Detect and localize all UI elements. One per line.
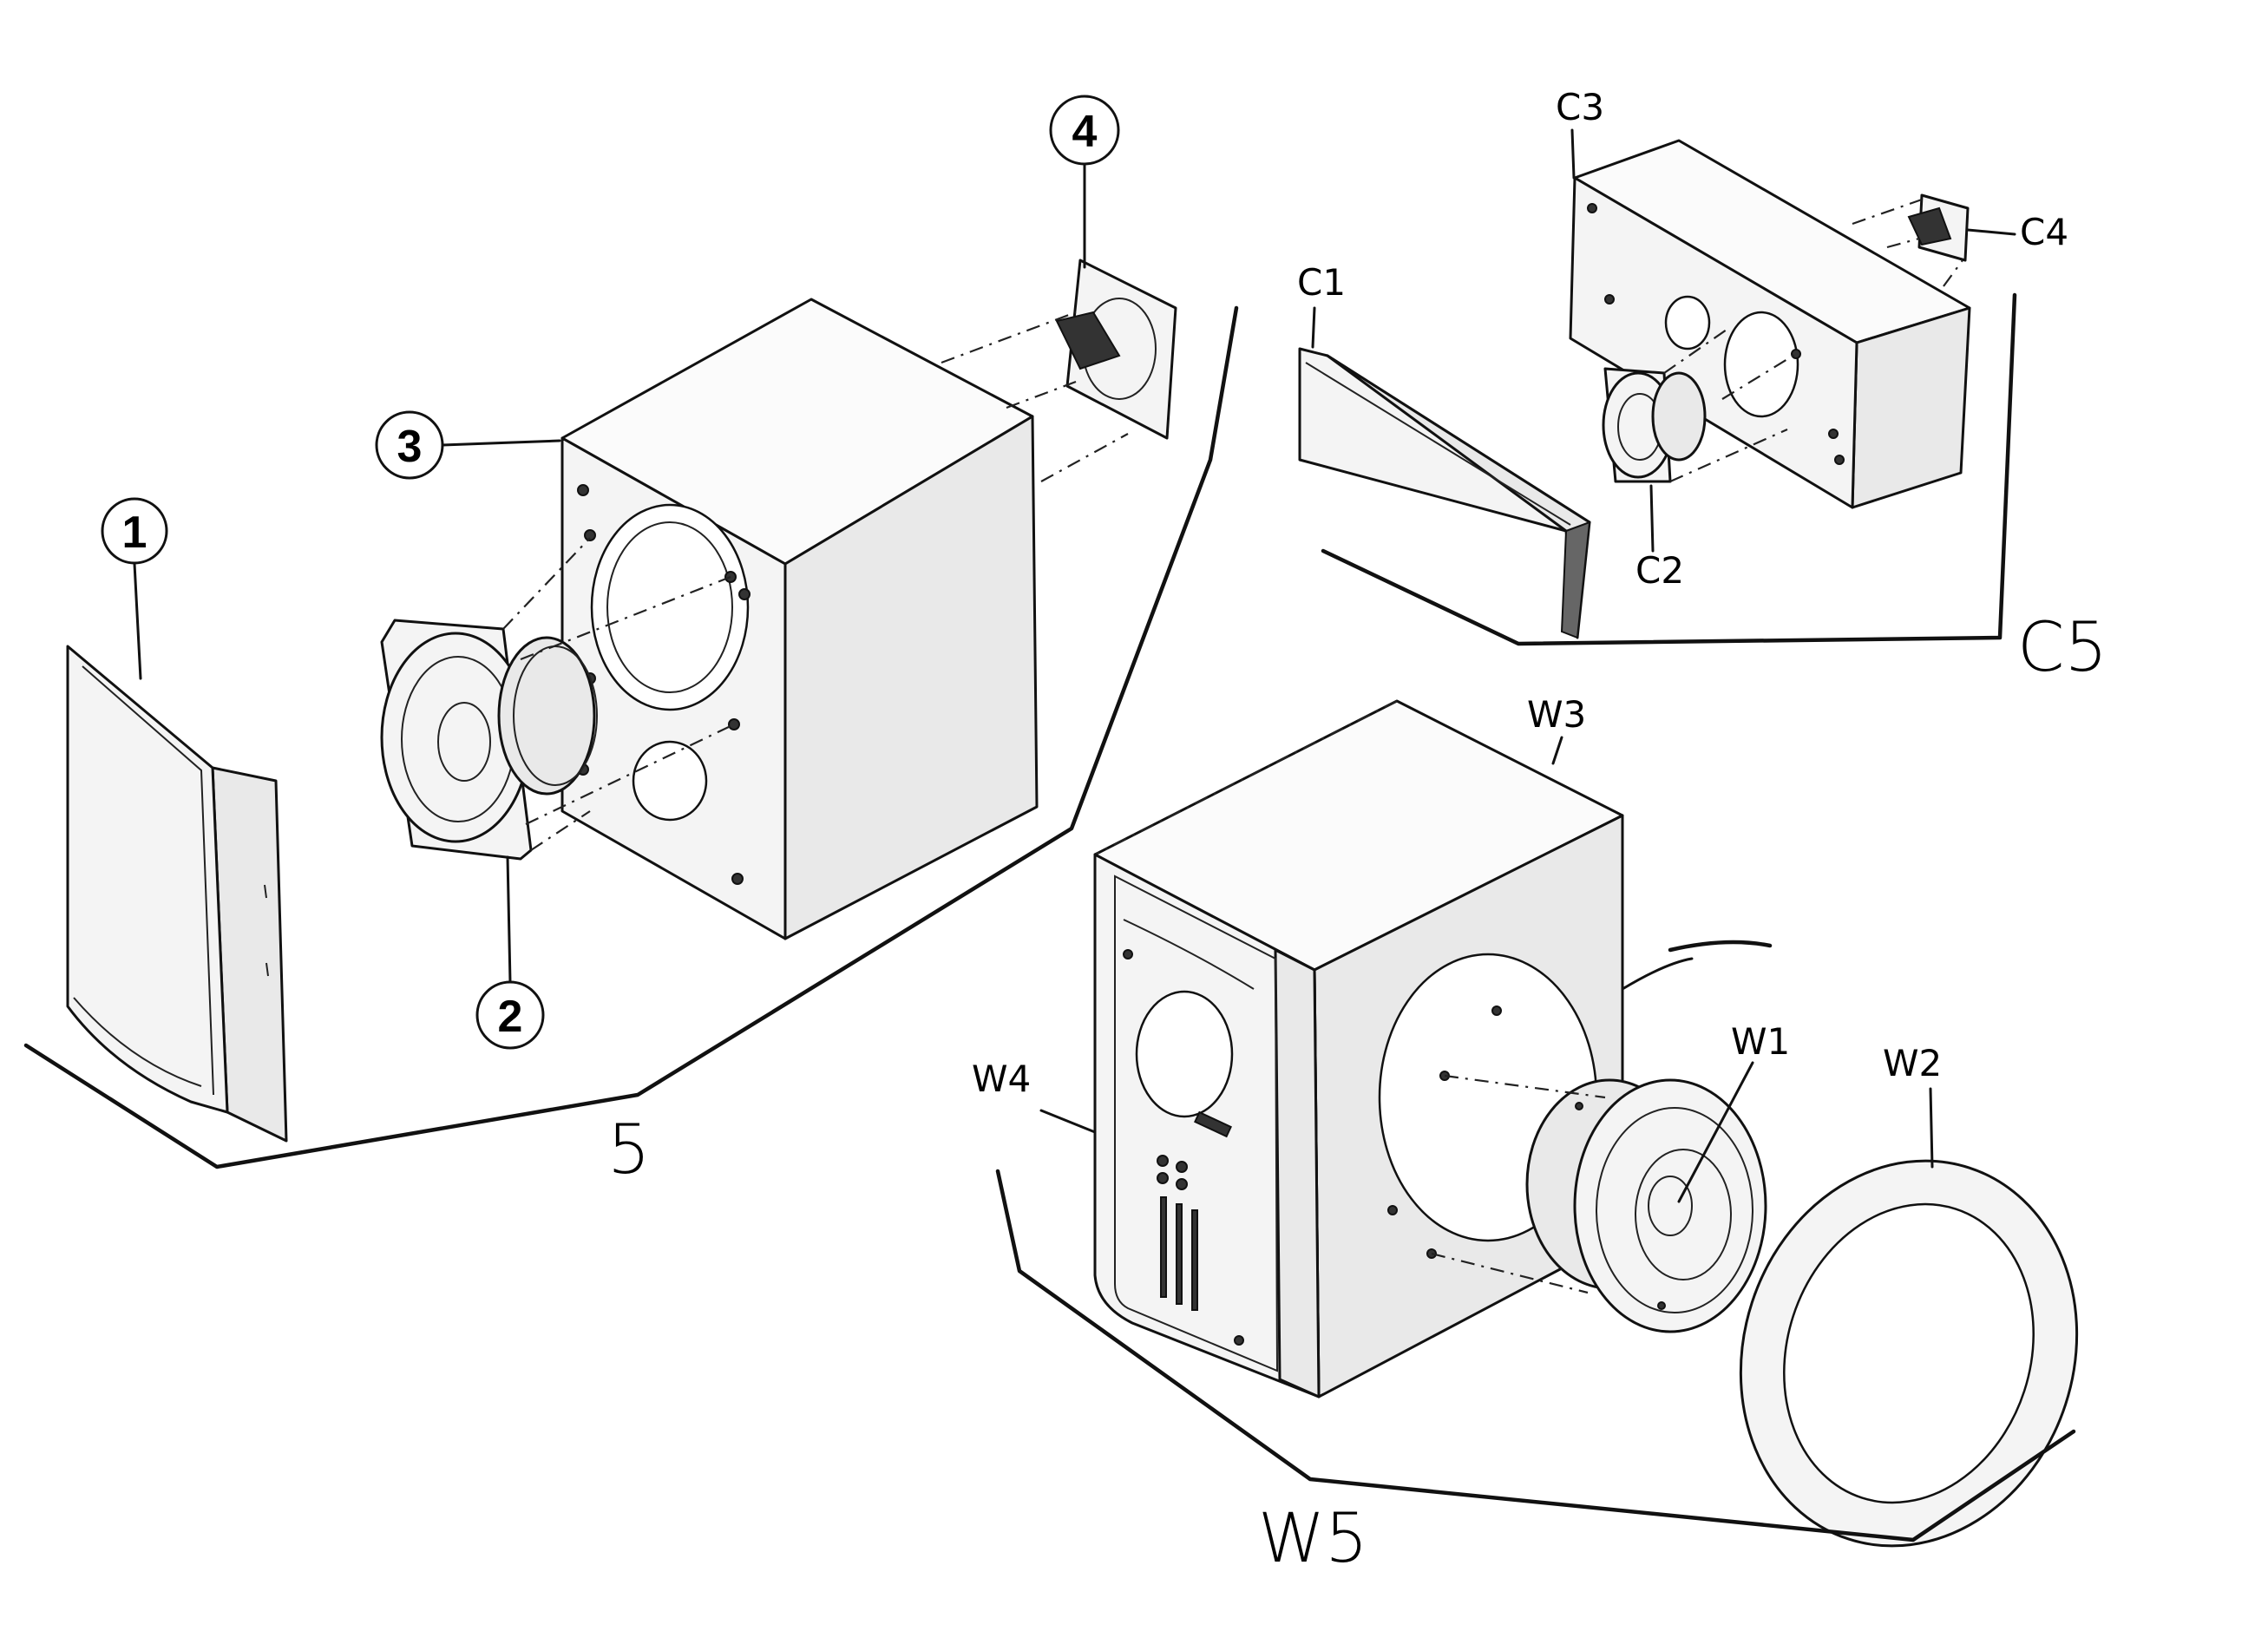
subwoofer-front-panel-w4 (1093, 853, 1321, 1398)
center-tweeter-c4 (1852, 193, 1970, 287)
w1-label: W1 (1731, 1020, 1790, 1063)
subwoofer-assembly: W3 W4 W1 W2 W5 (972, 693, 2079, 1578)
assembly-c5-bracket (1321, 292, 2017, 646)
w4-label: W4 (972, 1058, 1031, 1100)
callout-1-label: 1 (122, 508, 147, 558)
callout-3: 3 (375, 410, 561, 480)
subwoofer-ring-w2 (1739, 1159, 2079, 1548)
cabinet-part-3 (560, 298, 1039, 940)
assembly-5-label: 5 (607, 1111, 651, 1189)
callout-1: 1 (101, 497, 168, 680)
callout-2-label: 2 (498, 992, 523, 1042)
center-grille-c1 (1298, 347, 1591, 639)
woofer-driver-part-2 (380, 537, 735, 861)
c4-label: C4 (2020, 211, 2068, 253)
assembly-c5-label: C5 (2017, 609, 2107, 687)
front-grille-part-1 (66, 645, 288, 1143)
assembly-w5-label: W5 (1258, 1500, 1368, 1578)
center-driver-c2 (1602, 329, 1797, 483)
assembly-w5-bracket (995, 1169, 2076, 1542)
callout-3-label: 3 (397, 422, 423, 472)
c1-label: C1 (1297, 261, 1346, 304)
center-cabinet-c3 (1569, 139, 1971, 509)
assembly-5-bracket (23, 305, 1239, 1169)
w3-label: W3 (1527, 693, 1586, 736)
w2-label: W2 (1883, 1042, 1942, 1084)
satellite-speaker-assembly: 1 2 3 4 5 (23, 95, 1239, 1189)
subwoofer-driver-w1 (1431, 1074, 1767, 1333)
tweeter-part-4 (941, 259, 1177, 482)
c3-label: C3 (1556, 86, 1604, 128)
subwoofer-cabinet-w3 (1093, 699, 1773, 1398)
callout-4-label: 4 (1072, 107, 1098, 157)
callout-2: 2 (475, 855, 545, 1050)
callout-4: 4 (1049, 95, 1120, 269)
c2-label: C2 (1635, 549, 1684, 592)
center-speaker-assembly: C1 C2 C3 C4 C5 (1297, 86, 2107, 687)
